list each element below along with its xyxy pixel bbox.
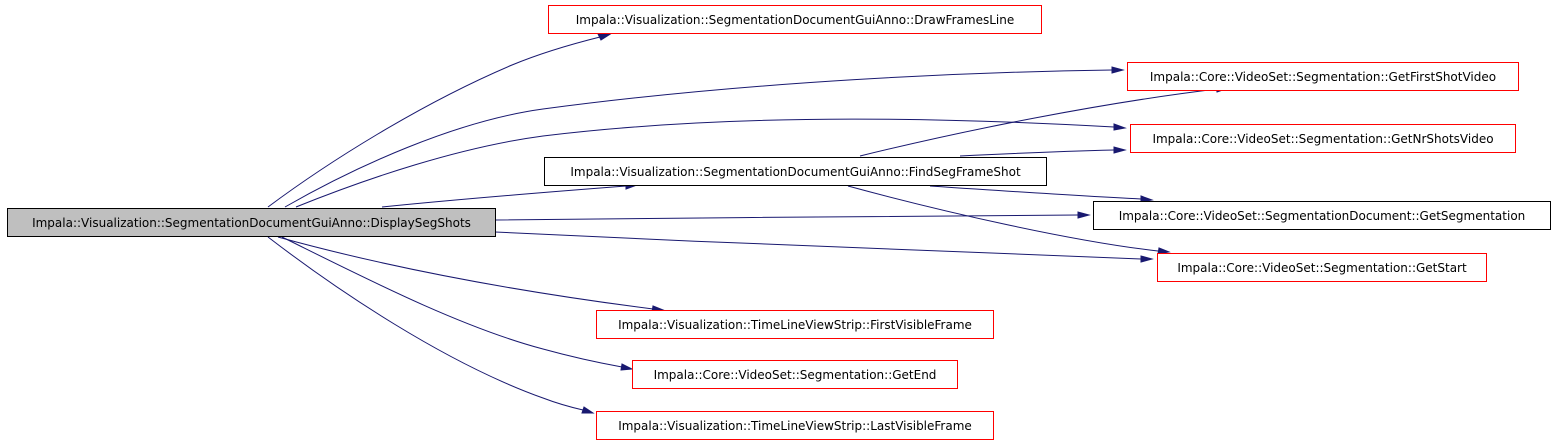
edge-display-seg-shots-to-last-visible-frame — [267, 236, 595, 414]
node-get-nr-shots-video[interactable]: Impala::Core::VideoSet::Segmentation::Ge… — [1130, 124, 1516, 153]
node-box[interactable] — [1157, 253, 1487, 282]
node-box[interactable] — [548, 5, 1042, 34]
edge-line — [859, 88, 1218, 157]
edge-display-seg-shots-to-get-nr-shots-video — [295, 118, 1127, 208]
node-label: Impala::Core::VideoSet::Segmentation::Ge… — [1152, 132, 1493, 146]
node-label: Impala::Core::VideoSet::Segmentation::Ge… — [1150, 70, 1496, 84]
edge-display-seg-shots-to-get-segmentation — [494, 211, 1091, 221]
node-draw-frames-line[interactable]: Impala::Visualization::SegmentationDocum… — [548, 5, 1042, 34]
node-label: Impala::Visualization::TimeLineViewStrip… — [618, 318, 972, 332]
node-find-seg-frame-shot[interactable]: Impala::Visualization::SegmentationDocum… — [544, 157, 1047, 186]
node-label: Impala::Visualization::TimeLineViewStrip… — [618, 419, 972, 433]
edge-display-seg-shots-to-get-first-shot-video — [284, 66, 1125, 208]
edge-line — [267, 236, 584, 411]
edge-line — [494, 214, 1079, 221]
edge-line — [847, 185, 1159, 252]
edge-line — [267, 36, 601, 208]
node-label: Impala::Visualization::SegmentationDocum… — [32, 216, 471, 230]
edge-display-seg-shots-to-find-seg-frame-shot — [381, 182, 639, 208]
node-box[interactable] — [7, 208, 496, 237]
edge-arrowhead — [1113, 146, 1127, 154]
edge-display-seg-shots-to-get-start — [494, 231, 1154, 263]
edge-arrowhead — [1140, 255, 1154, 263]
node-label: Impala::Core::VideoSet::SegmentationDocu… — [1119, 209, 1526, 223]
node-label: Impala::Core::VideoSet::Segmentation::Ge… — [654, 368, 937, 382]
node-box[interactable] — [596, 411, 994, 440]
edge-line — [381, 185, 627, 208]
edge-arrowhead — [597, 32, 613, 41]
edge-arrowhead — [581, 406, 595, 414]
node-box[interactable] — [1093, 201, 1551, 230]
edge-line — [295, 118, 1115, 208]
edge-arrowhead — [1111, 66, 1125, 74]
edge-line — [284, 69, 1113, 208]
node-box[interactable] — [544, 157, 1047, 186]
edge-line — [277, 236, 654, 310]
edge-find-seg-frame-shot-to-get-nr-shots-video — [959, 146, 1127, 157]
node-last-visible-frame[interactable]: Impala::Visualization::TimeLineViewStrip… — [596, 411, 994, 440]
node-box[interactable] — [632, 360, 958, 389]
node-box[interactable] — [1127, 62, 1519, 91]
edge-display-seg-shots-to-first-visible-frame — [277, 236, 665, 313]
node-get-end[interactable]: Impala::Core::VideoSet::Segmentation::Ge… — [632, 360, 958, 389]
edge-find-seg-frame-shot-to-get-segmentation — [929, 185, 1154, 203]
node-get-segmentation[interactable]: Impala::Core::VideoSet::SegmentationDocu… — [1093, 201, 1551, 230]
node-first-visible-frame[interactable]: Impala::Visualization::TimeLineViewStrip… — [596, 310, 994, 339]
edge-line — [494, 231, 1142, 260]
edge-display-seg-shots-to-draw-frames-line — [267, 32, 613, 208]
nodes-layer: Impala::Visualization::SegmentationDocum… — [7, 5, 1551, 440]
node-get-start[interactable]: Impala::Core::VideoSet::Segmentation::Ge… — [1157, 253, 1487, 282]
node-box[interactable] — [596, 310, 994, 339]
edge-line — [959, 149, 1115, 157]
node-label: Impala::Core::VideoSet::Segmentation::Ge… — [1177, 261, 1467, 275]
edge-line — [929, 185, 1142, 200]
edge-display-seg-shots-to-get-end — [281, 236, 634, 371]
edge-arrowhead — [1113, 123, 1127, 131]
node-label: Impala::Visualization::SegmentationDocum… — [576, 13, 1014, 27]
node-get-first-shot-video[interactable]: Impala::Core::VideoSet::Segmentation::Ge… — [1127, 62, 1519, 91]
node-display-seg-shots[interactable]: Impala::Visualization::SegmentationDocum… — [7, 208, 496, 237]
node-box[interactable] — [1130, 124, 1516, 153]
edge-arrowhead — [620, 363, 634, 371]
node-label: Impala::Visualization::SegmentationDocum… — [570, 165, 1021, 179]
edge-line — [281, 236, 623, 368]
edge-arrowhead — [1077, 211, 1091, 219]
